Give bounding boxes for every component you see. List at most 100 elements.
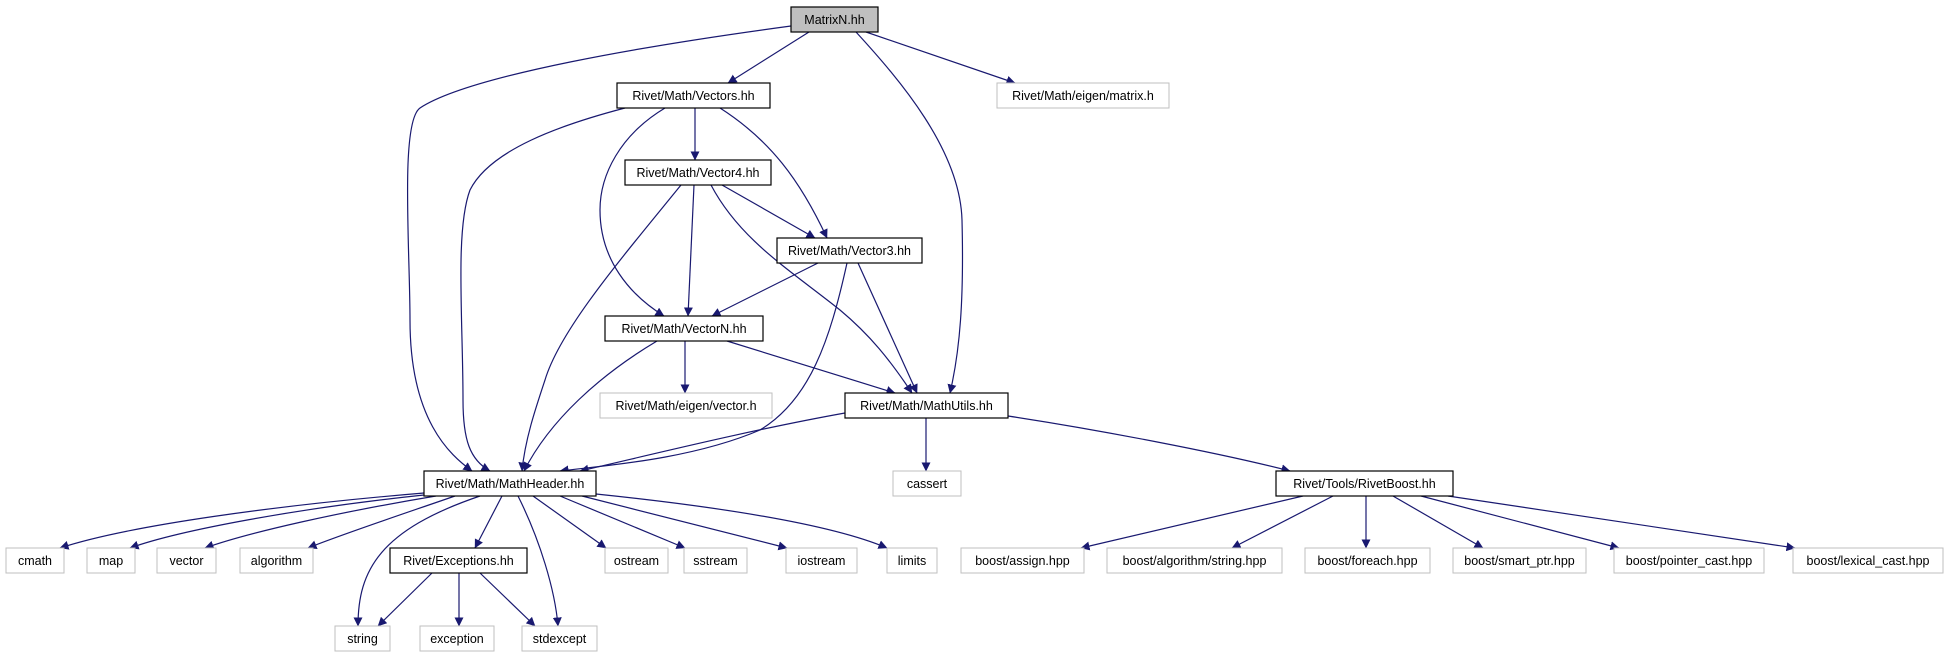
node-box <box>604 547 669 574</box>
node-box <box>996 82 1170 109</box>
node-vector: vector <box>156 547 217 574</box>
node-label: stdexcept <box>533 632 587 646</box>
node-exceptions[interactable]: Rivet/Exceptions.hh <box>389 547 528 574</box>
edge-rivetboost-to-b_lexicalcast <box>1447 495 1796 552</box>
node-label: boost/lexical_cast.hpp <box>1807 554 1930 568</box>
edge-mathheader-to-ostream <box>532 495 607 549</box>
node-label: Rivet/Tools/RivetBoost.hh <box>1293 477 1435 491</box>
node-box <box>599 392 773 419</box>
edge-matrixn-to-mathutils <box>855 31 964 394</box>
edge-matrixn-to-eigen_matrix <box>865 31 1016 85</box>
edge-vector3-to-mathutils <box>857 262 918 394</box>
node-b_smartptr: boost/smart_ptr.hpp <box>1452 547 1587 574</box>
node-eigen_vector: Rivet/Math/eigen/vector.h <box>599 392 773 419</box>
node-cassert: cassert <box>892 470 962 497</box>
node-stdexcept: stdexcept <box>521 625 598 652</box>
edge-vectors-to-vectorn <box>599 107 666 317</box>
node-box <box>1613 547 1765 574</box>
node-box <box>790 6 879 33</box>
edge-vector3-to-mathheader <box>559 262 848 475</box>
node-box <box>239 547 314 574</box>
node-iostream: iostream <box>785 547 858 574</box>
node-label: ostream <box>614 554 659 568</box>
node-box <box>521 625 598 652</box>
edge-vector4-to-vector3 <box>721 184 816 239</box>
edge-matrixn-to-vectors <box>727 31 810 84</box>
edge-mathheader-to-stdexcept <box>517 495 562 627</box>
edge-mathheader-to-map <box>129 494 425 550</box>
node-mathheader[interactable]: Rivet/Math/MathHeader.hh <box>423 470 597 497</box>
edge-mathheader-to-sstream <box>559 495 686 549</box>
edge-rivetboost-to-b_assign <box>1080 495 1304 551</box>
node-label: Rivet/Math/VectorN.hh <box>621 322 746 336</box>
edge-mathheader-to-iostream <box>581 495 788 551</box>
node-label: Rivet/Math/Vector4.hh <box>637 166 760 180</box>
node-box <box>624 159 772 186</box>
node-box <box>960 547 1085 574</box>
node-box <box>892 470 962 497</box>
node-label: boost/assign.hpp <box>975 554 1070 568</box>
node-label: sstream <box>693 554 737 568</box>
node-vectors[interactable]: Rivet/Math/Vectors.hh <box>616 82 771 109</box>
node-vector4[interactable]: Rivet/Math/Vector4.hh <box>624 159 772 186</box>
edge-vectors-to-mathheader <box>460 107 626 472</box>
node-matrixn[interactable]: MatrixN.hh <box>790 6 879 33</box>
node-label: Rivet/Math/eigen/vector.h <box>615 399 756 413</box>
node-box <box>616 82 771 109</box>
edge-rivetboost-to-b_smartptr <box>1392 495 1484 549</box>
edge-exceptions-to-string <box>377 572 433 627</box>
edge-vectorn-to-mathutils <box>726 340 896 395</box>
node-sstream: sstream <box>683 547 748 574</box>
edge-mathheader-to-algorithm <box>307 495 456 549</box>
node-box <box>1792 547 1944 574</box>
node-b_algstring: boost/algorithm/string.hpp <box>1106 547 1283 574</box>
edge-mathheader-to-vector <box>204 495 437 550</box>
node-b_lexicalcast: boost/lexical_cast.hpp <box>1792 547 1944 574</box>
edge-vector4-to-vectorn <box>683 184 695 317</box>
edge-rivetboost-to-b_algstring <box>1231 495 1334 549</box>
node-label: Rivet/Math/eigen/matrix.h <box>1012 89 1154 103</box>
node-box <box>785 547 858 574</box>
node-box <box>1106 547 1283 574</box>
node-box <box>604 315 764 342</box>
node-label: iostream <box>798 554 846 568</box>
node-vector3[interactable]: Rivet/Math/Vector3.hh <box>776 237 923 264</box>
node-mathutils[interactable]: Rivet/Math/MathUtils.hh <box>844 392 1009 419</box>
node-map: map <box>86 547 136 574</box>
node-b_foreach: boost/foreach.hpp <box>1304 547 1431 574</box>
edge-mathutils-to-mathheader <box>579 412 846 474</box>
edge-vectorn-to-mathheader <box>523 340 658 472</box>
node-label: exception <box>430 632 484 646</box>
node-box <box>1275 470 1454 497</box>
node-label: boost/algorithm/string.hpp <box>1123 554 1267 568</box>
node-label: boost/pointer_cast.hpp <box>1626 554 1753 568</box>
node-label: boost/foreach.hpp <box>1317 554 1417 568</box>
node-rivetboost[interactable]: Rivet/Tools/RivetBoost.hh <box>1275 470 1454 497</box>
node-vectorn[interactable]: Rivet/Math/VectorN.hh <box>604 315 764 342</box>
node-box <box>776 237 923 264</box>
edge-vectors-to-vector3 <box>719 107 828 239</box>
node-algorithm: algorithm <box>239 547 314 574</box>
node-box <box>334 625 391 652</box>
edges-layer <box>59 25 1796 627</box>
node-label: cmath <box>18 554 52 568</box>
node-label: map <box>99 554 123 568</box>
edge-vector3-to-vectorn <box>711 262 819 317</box>
node-label: MatrixN.hh <box>804 13 864 27</box>
node-cmath: cmath <box>5 547 65 574</box>
edge-mathutils-to-rivetboost <box>1007 415 1291 474</box>
node-b_assign: boost/assign.hpp <box>960 547 1085 574</box>
node-label: boost/smart_ptr.hpp <box>1464 554 1575 568</box>
node-label: vector <box>169 554 203 568</box>
node-box <box>5 547 65 574</box>
node-b_pointercast: boost/pointer_cast.hpp <box>1613 547 1765 574</box>
edge-mathheader-to-cmath <box>59 492 425 550</box>
node-string: string <box>334 625 391 652</box>
node-ostream: ostream <box>604 547 669 574</box>
node-exception: exception <box>419 625 495 652</box>
node-label: Rivet/Math/MathUtils.hh <box>860 399 993 413</box>
edge-matrixn-to-mathheader <box>406 25 792 472</box>
node-box <box>1452 547 1587 574</box>
